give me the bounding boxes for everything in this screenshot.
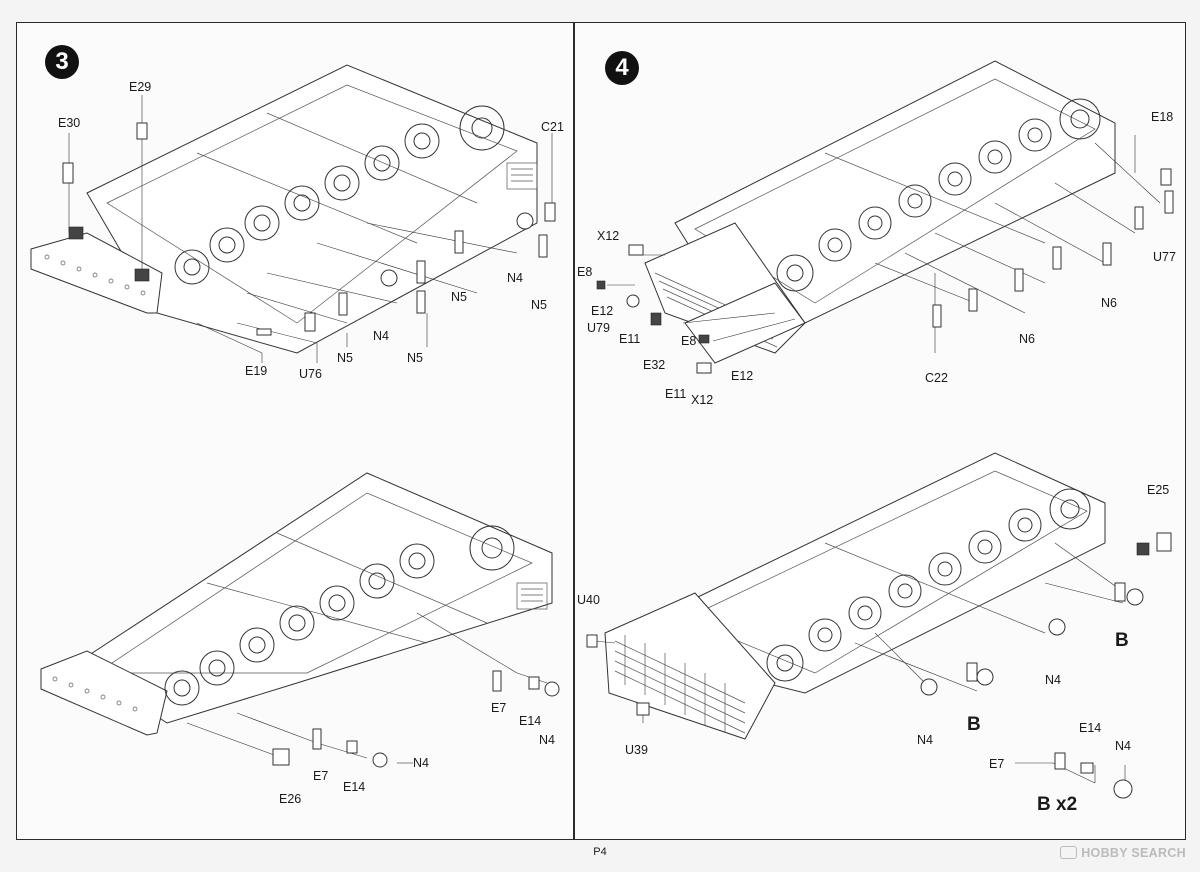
part-label-e14: E14 — [1079, 721, 1102, 735]
part-label-c21: C21 — [541, 120, 564, 134]
part-label-e19: E19 — [245, 364, 268, 378]
part-label-e18: E18 — [1151, 110, 1174, 124]
step-3-number: 3 — [45, 45, 79, 79]
part-label-n5-a: N5 — [531, 298, 547, 312]
part-label-n4-a: N4 — [1045, 673, 1061, 687]
part-label-n4-d: N4 — [413, 756, 429, 770]
subassembly-b-label-a: B — [1115, 630, 1129, 651]
part-label-e7-b: E7 — [313, 769, 329, 783]
step-4-illustration — [586, 60, 1174, 799]
step-3-illustration — [30, 64, 560, 768]
part-label-n6-b: N6 — [1019, 332, 1035, 346]
watermark-logo-icon — [1060, 846, 1078, 859]
part-label-n4-c: N4 — [1115, 739, 1131, 753]
part-label-e14-b: E14 — [343, 780, 366, 794]
step-4-number: 4 — [605, 51, 639, 85]
part-label-e25: E25 — [1147, 483, 1170, 497]
watermark: HOBBY SEARCH — [1060, 846, 1186, 860]
step-4-panel: 4 — [574, 22, 1186, 840]
upper-hull-underside-drawing — [644, 60, 1116, 364]
part-label-n4-b: N4 — [373, 329, 389, 343]
part-label-u39: U39 — [625, 743, 648, 757]
lower-hull-drawing — [40, 472, 553, 736]
part-label-e26: E26 — [279, 792, 302, 806]
part-label-n4-a: N4 — [507, 271, 523, 285]
watermark-text: HOBBY SEARCH — [1081, 846, 1186, 860]
page-number: P4 — [593, 846, 607, 858]
part-label-e7-a: E7 — [491, 701, 507, 715]
part-label-n6-a: N6 — [1101, 296, 1117, 310]
part-label-x12-b: X12 — [691, 393, 714, 407]
upper-hull-drawing — [30, 64, 538, 354]
lower-hull-underside-drawing — [604, 452, 1106, 740]
part-label-u79: U79 — [587, 321, 610, 335]
step-3-panel: 3 — [16, 22, 574, 840]
part-label-e32: E32 — [643, 358, 666, 372]
part-label-c22: C22 — [925, 371, 948, 385]
part-label-n5-d: N5 — [407, 351, 423, 365]
part-label-e8-a: E8 — [577, 265, 593, 279]
part-label-n5-b: N5 — [451, 290, 467, 304]
part-label-e12-a: E12 — [591, 304, 614, 318]
part-label-e11-a: E11 — [619, 332, 641, 346]
part-label-e30: E30 — [58, 116, 81, 130]
part-label-e11-b: E11 — [665, 387, 687, 401]
part-label-u77: U77 — [1153, 250, 1176, 264]
part-label-u40: U40 — [577, 593, 600, 607]
part-label-e12-b: E12 — [731, 369, 754, 383]
part-label-e29: E29 — [129, 80, 152, 94]
part-label-x12-a: X12 — [597, 229, 620, 243]
part-label-u76: U76 — [299, 367, 322, 381]
part-label-n4-b: N4 — [917, 733, 933, 747]
part-label-e8-b: E8 — [681, 334, 697, 348]
subassembly-b-quantity-label: B x2 — [1037, 794, 1078, 815]
part-label-n5-c: N5 — [337, 351, 353, 365]
subassembly-b-label-b: B — [967, 714, 981, 735]
part-label-e7: E7 — [989, 757, 1005, 771]
part-label-n4-c: N4 — [539, 733, 555, 747]
part-label-e14-a: E14 — [519, 714, 542, 728]
